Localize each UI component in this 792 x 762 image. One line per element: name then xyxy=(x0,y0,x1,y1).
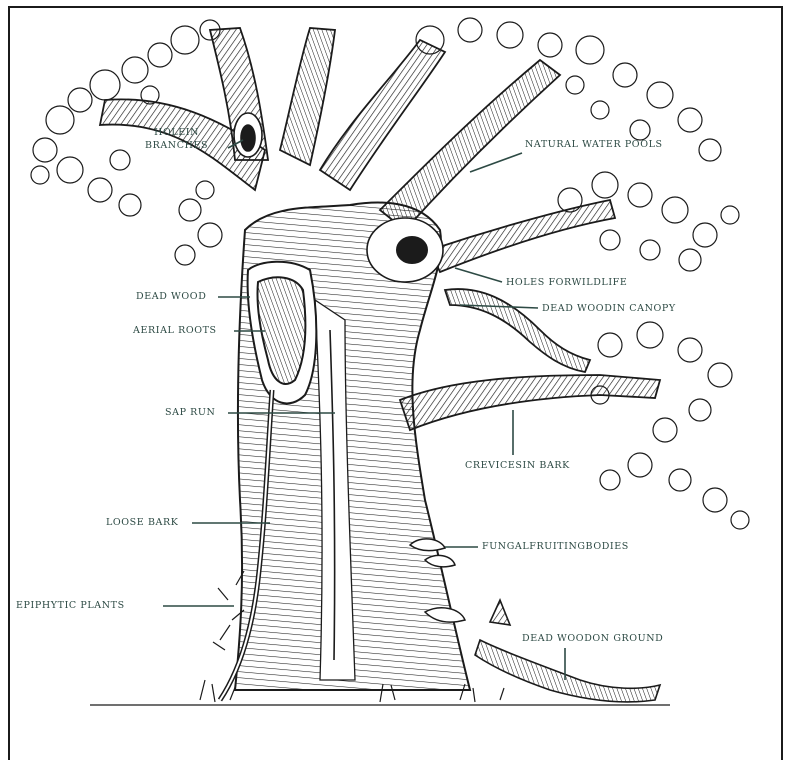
label-loose-bark: LOOSE BARK xyxy=(106,516,178,529)
fallen-log xyxy=(475,600,660,702)
branch-hole xyxy=(234,113,262,157)
branch-top-center xyxy=(280,28,335,165)
label-dead-wood-in-canopy: DEAD WOODIN CANOPY xyxy=(542,302,676,315)
trunk-knot-hole xyxy=(397,237,427,263)
label-fungal-fruiting-bodies: FUNGALFRUITINGBODIES xyxy=(482,540,629,553)
label-aerial-roots: AERIAL ROOTS xyxy=(133,324,217,337)
label-crevices-in-bark: CREVICESIN BARK xyxy=(465,459,570,472)
label-dead-wood-on-ground: DEAD WOODON GROUND xyxy=(522,632,663,645)
foliage-right-low xyxy=(591,322,749,529)
label-natural-water-pools: NATURAL WATER POOLS xyxy=(525,138,663,151)
label-hole-in-branches: HOLEIN BRANCHES xyxy=(145,126,208,152)
label-epiphytic-plants: EPIPHYTIC PLANTS xyxy=(16,599,125,612)
label-holes-for-wildlife: HOLES FORWILDLIFE xyxy=(506,276,627,289)
label-sap-run: SAP RUN xyxy=(165,406,215,419)
branch-right-lower xyxy=(400,375,660,430)
foliage-left-mid xyxy=(175,181,222,265)
label-hole-in-branches-line2: BRANCHES xyxy=(145,139,208,152)
branch-right-upper xyxy=(430,200,615,272)
label-dead-wood: DEAD WOOD xyxy=(136,290,206,303)
label-hole-in-branches-line1: HOLEIN xyxy=(145,126,208,139)
